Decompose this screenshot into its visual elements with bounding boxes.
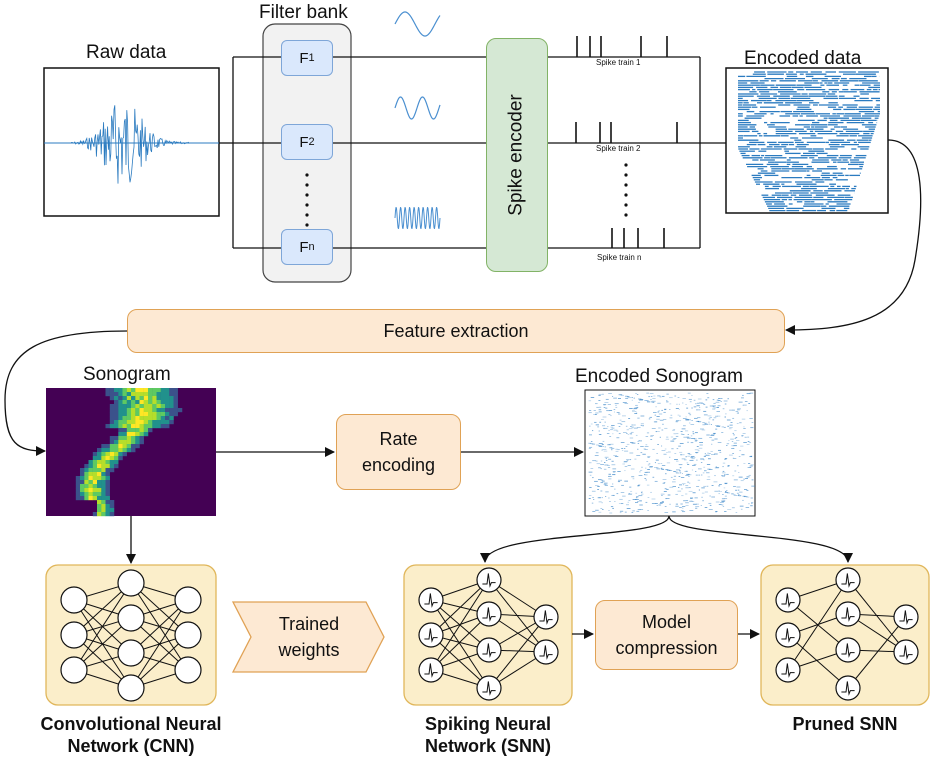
cnn-caption-line1: Convolutional Neural [40,714,222,734]
cnn-network [60,569,202,702]
encoded-to-feature-arrow [785,139,922,335]
filter-bank-label: Filter bank [259,2,348,23]
spike-train-1-label: Spike train 1 [596,58,641,67]
pruned-snn-caption: Pruned SNN [792,714,898,734]
filter-f1-subscript: 1 [308,52,315,64]
snn-caption-line2: Network (SNN) [424,736,551,756]
rate-encoding-line1: Rate [379,429,418,449]
spike-train-2-label: Spike train 2 [596,144,641,153]
sonogram-label: Sonogram [83,364,171,385]
encoded-to-snn-arrow [480,515,670,563]
rate-encoding-box: Rate encoding [336,414,461,490]
spike-encoder-label: Spike encoder [506,94,527,216]
trained-weights-line1: Trained [278,614,340,634]
encoded-sonogram-raster [588,392,755,514]
snn-caption: Spiking Neural Network (SNN) [388,713,588,757]
filter-fn-label: F [299,238,309,256]
filter-f1-label: F [299,49,309,67]
feature-extraction-label: Feature extraction [383,321,529,341]
filter-f2-label: F [299,133,309,151]
filtered-sine-1 [394,11,441,37]
encoded-to-pruned-arrow [668,515,853,563]
spike-encoder-box: Spike encoder [486,38,548,272]
spike-train-1-spikes [576,36,668,57]
trained-weights-arrow [231,601,385,673]
spike-train-n-label: Spike train n [597,253,642,262]
pruned-snn-panel [760,564,930,706]
filter-f2-subscript: 2 [308,136,315,148]
snn-caption-line1: Spiking Neural [424,714,552,734]
spike-train-n-spikes [611,228,665,248]
model-compression-line1: Model [641,612,692,632]
model-compression-line2: compression [615,638,718,658]
raw-data-waveform [69,105,190,184]
filtered-sine-n [394,207,441,229]
feature-to-sonogram-arrow [4,330,128,456]
encoded-data-raster [738,71,880,212]
sonogram-image [46,388,216,517]
encoded-data-label: Encoded data [744,48,862,69]
raw-data-label: Raw data [86,42,167,63]
spike-train-2-spikes [575,122,678,143]
cnn-caption: Convolutional Neural Network (CNN) [6,713,256,757]
cnn-caption-line2: Network (CNN) [67,736,195,756]
snn-network [418,567,559,701]
encoded-sonogram-box [584,389,756,517]
pruned-snn-network [775,567,919,701]
trained-weights-line2: weights [278,640,340,660]
filtered-sine-2 [394,96,441,120]
rate-encoding-line2: encoding [361,455,436,475]
cnn-panel [45,564,217,706]
filter-fn-subscript: n [308,241,315,253]
raw-data-box [43,67,220,217]
model-compression-box: Model compression [595,600,738,670]
spike-train-ellipsis [624,163,628,217]
feature-extraction-box: Feature extraction [127,309,785,353]
filter-ellipsis [305,173,309,227]
encoded-sonogram-label: Encoded Sonogram [575,366,743,387]
snn-panel [403,564,573,706]
trained-weights-text: Trained weights [251,604,367,670]
